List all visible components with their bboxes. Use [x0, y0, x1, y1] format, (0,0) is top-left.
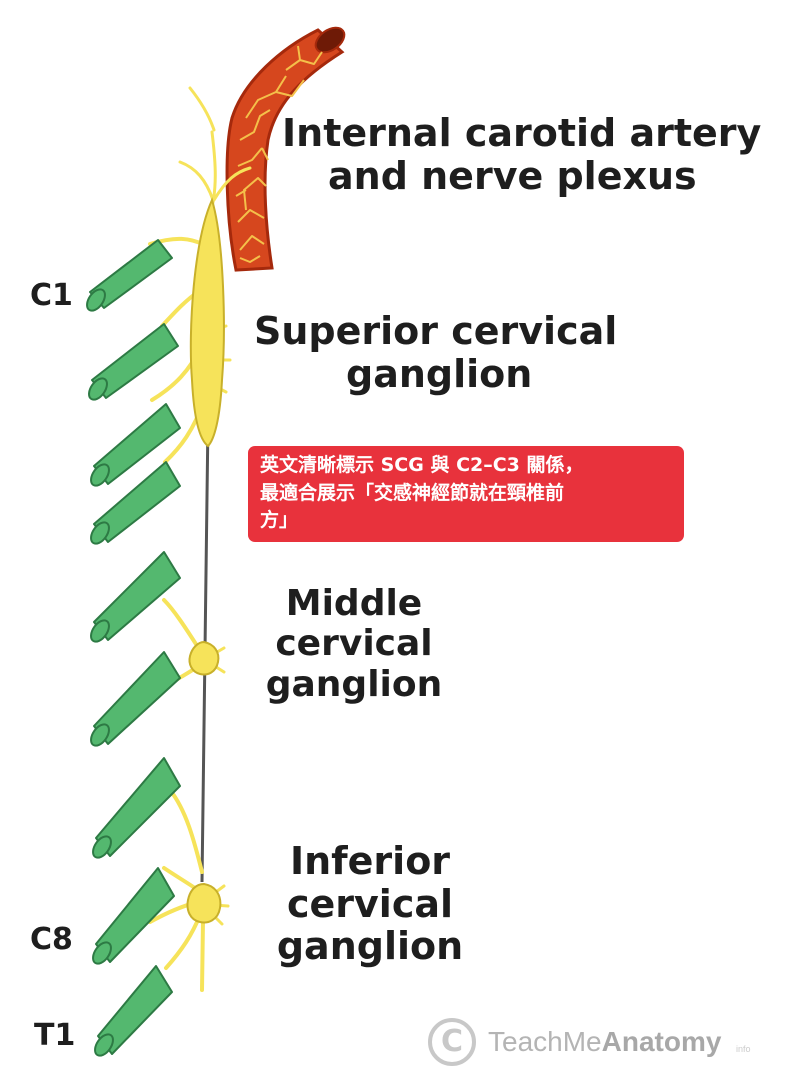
label-middle-line3: ganglion	[265, 663, 443, 705]
annotation-note: 英文清晰標示 SCG 與 C2–C3 關係， 最適合展示「交感神經節就在頸椎前 …	[248, 446, 684, 542]
annotation-line3: 方」	[260, 509, 299, 532]
spinal-nerve-c8	[92, 867, 175, 965]
label-middle-cervical-ganglion: Middle cervical ganglion	[254, 583, 454, 705]
spinal-nerves	[86, 239, 181, 1057]
label-inferior-cervical-ganglion: Inferior cervical ganglion	[266, 840, 474, 968]
spinal-nerve-c1	[86, 239, 173, 312]
label-middle-line1: Middle	[285, 583, 423, 624]
label-inferior-line3: ganglion	[276, 924, 464, 969]
watermark-brand-b: Anatomy	[601, 1026, 722, 1057]
watermark-suffix: info	[736, 1044, 751, 1054]
segment-label-c1: C1	[30, 278, 73, 313]
watermark-brand-a: TeachMe	[488, 1026, 602, 1057]
annotation-line1: 英文清晰標示 SCG 與 C2–C3 關係，	[260, 454, 584, 476]
label-internal-carotid-line1: Internal carotid artery	[282, 111, 762, 155]
internal-carotid-artery	[225, 26, 346, 272]
middle-cervical-ganglion-shape	[188, 640, 220, 676]
label-internal-carotid-line2: and nerve plexus	[328, 153, 697, 198]
label-inferior-line1: Inferior	[289, 839, 451, 883]
watermark-brand: TeachMeAnatomy	[488, 1026, 721, 1058]
spinal-nerve-c2	[88, 323, 179, 401]
label-middle-line2: cervical	[275, 623, 433, 665]
label-inferior-line2: cervical	[286, 881, 454, 926]
copyright-icon: C	[428, 1018, 476, 1066]
spinal-nerve-c3	[90, 403, 181, 487]
superior-cervical-ganglion-shape	[189, 197, 225, 448]
annotation-line2: 最適合展示「交感神經節就在頸椎前	[260, 481, 565, 504]
segment-label-t1: T1	[34, 1018, 76, 1053]
segment-label-c8: C8	[30, 922, 73, 957]
label-superior-line2: ganglion	[346, 351, 533, 396]
spinal-nerve-c6	[90, 651, 181, 747]
teachmeanatomy-watermark: C TeachMeAnatomy info	[428, 1016, 778, 1072]
label-superior-line1: Superior cervical	[254, 309, 618, 353]
inferior-cervical-ganglion-shape	[186, 882, 222, 924]
label-superior-cervical-ganglion: Superior cervical ganglion	[254, 310, 617, 395]
spinal-nerve-c4	[90, 461, 181, 545]
label-internal-carotid: Internal carotid artery and nerve plexus	[282, 112, 761, 197]
spinal-nerve-c7	[92, 757, 181, 859]
spinal-nerve-c5	[90, 551, 181, 643]
spinal-nerve-t1	[94, 965, 173, 1057]
